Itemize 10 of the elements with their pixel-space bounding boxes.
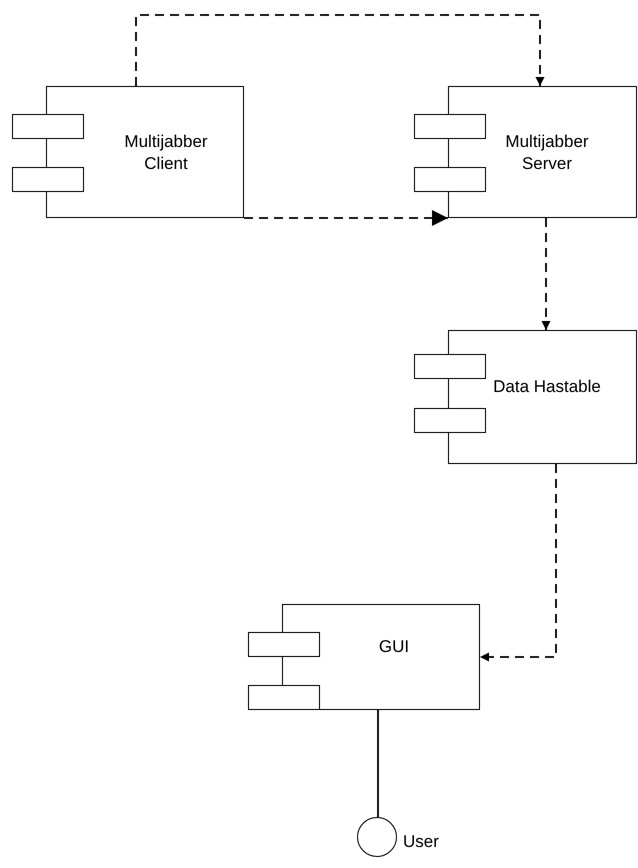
component-label: Multijabber Client — [123, 131, 209, 175]
dashed-arrow — [244, 210, 448, 226]
dashed-arrow — [542, 218, 550, 330]
dashed-arrow — [480, 464, 557, 662]
connector-line — [377, 710, 379, 817]
component-label: Data Hastable — [492, 376, 602, 398]
node-caption: User — [403, 832, 439, 852]
component-label: GUI — [378, 636, 410, 658]
component-label: Multijabber Server — [504, 131, 590, 175]
dashed-arrow — [135, 14, 544, 86]
